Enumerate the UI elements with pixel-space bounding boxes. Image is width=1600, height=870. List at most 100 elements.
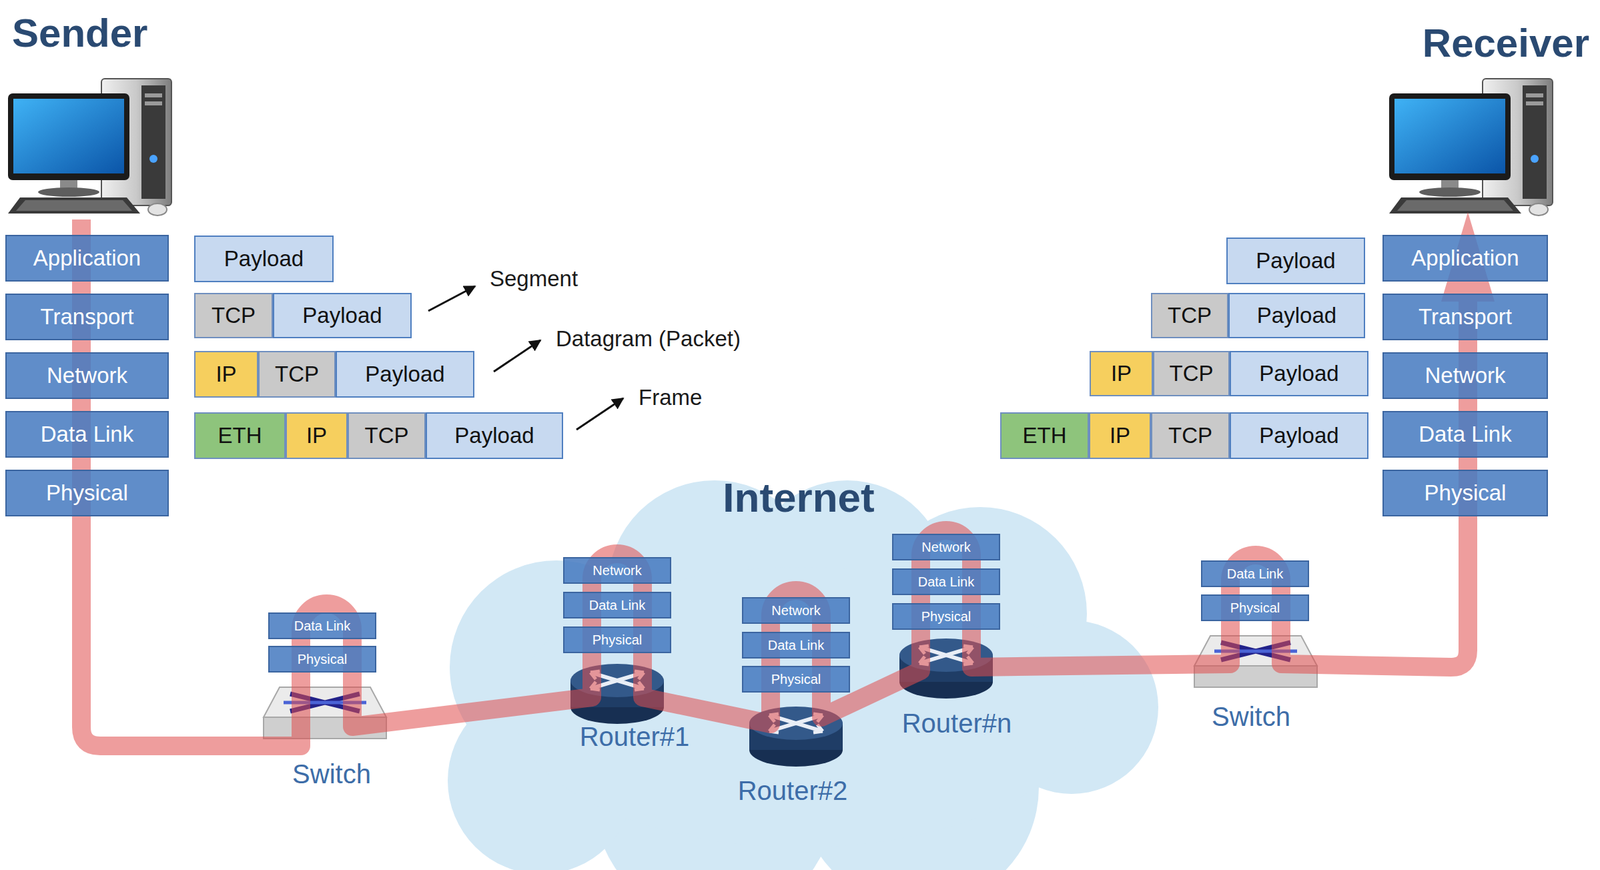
layer-box: Application	[1382, 234, 1548, 282]
device-layer-box: Network	[563, 557, 672, 584]
device-layer-box: Network	[741, 597, 851, 624]
node-text: Physical	[921, 609, 971, 625]
payload-cell: Payload	[425, 412, 564, 460]
node-text: ETH	[218, 423, 263, 449]
side-title: Receiver	[1422, 20, 1590, 67]
node-text: TCP	[211, 302, 256, 329]
ip-header-cell: IP	[285, 412, 348, 460]
device-label: Router#1	[579, 721, 690, 752]
node-text: Payload	[224, 246, 304, 272]
node-text: TCP	[364, 423, 410, 449]
node-text: Payload	[1259, 360, 1339, 387]
sender-computer	[8, 78, 172, 216]
node-text: Data Link	[918, 574, 975, 590]
device-layer-box: Data Link	[892, 568, 1001, 596]
device-label: Router#n	[902, 707, 1013, 739]
ip-header-cell: IP	[1089, 350, 1153, 397]
device-layer-box: Physical	[1201, 594, 1310, 622]
node-text: Data Link	[767, 637, 825, 654]
node-text: IP	[306, 423, 327, 449]
node-text: Application	[1411, 245, 1519, 271]
node-text: Network	[592, 563, 642, 579]
side-title: Sender	[12, 10, 148, 57]
node-text: Network	[771, 603, 821, 619]
layer-box: Physical	[5, 469, 169, 517]
node-text: Network	[46, 362, 128, 389]
node-text: Physical	[1424, 480, 1507, 506]
node-text: Data Link	[40, 421, 134, 448]
tcp-header-cell: TCP	[194, 292, 273, 339]
leader-arrow	[493, 340, 541, 372]
payload-cell: Payload	[194, 235, 334, 283]
node-text: Physical	[46, 480, 129, 506]
node-text: Payload	[302, 302, 382, 329]
node-text: Network	[921, 539, 971, 556]
layer-box: Transport	[5, 293, 169, 341]
payload-cell: Payload	[272, 292, 412, 339]
payload-cell: Payload	[335, 350, 475, 398]
node-text: Payload	[454, 423, 534, 449]
layer-box: Physical	[1382, 469, 1548, 517]
device-layer-box: Data Link	[563, 591, 672, 619]
device-layer-box: Data Link	[1201, 560, 1310, 588]
node-text: Payload	[364, 361, 445, 387]
layer-box: Application	[5, 234, 169, 282]
node-text: ETH	[1022, 423, 1067, 449]
leader-arrow	[576, 398, 624, 430]
payload-cell: Payload	[1228, 292, 1366, 339]
node-text: Physical	[771, 671, 821, 688]
node-text: Data Link	[589, 597, 646, 614]
payload-cell: Payload	[1229, 412, 1369, 460]
node-text: TCP	[1169, 360, 1214, 387]
internet-cloud	[513, 567, 1088, 848]
data-flow-path	[81, 219, 1468, 746]
node-text: Network	[1424, 362, 1506, 389]
node-text: IP	[215, 361, 237, 387]
device-label: Router#2	[737, 775, 849, 807]
node-text: Physical	[592, 632, 642, 648]
payload-cell: Payload	[1226, 237, 1366, 285]
eth-header-cell: ETH	[1000, 412, 1089, 460]
ip-header-cell: IP	[1088, 412, 1151, 460]
node-text: Payload	[1259, 423, 1339, 449]
node-text: Application	[33, 245, 141, 271]
receiver-computer	[1389, 78, 1553, 216]
data-flow	[81, 212, 1495, 746]
layer-box: Network	[1382, 352, 1548, 399]
unit-name-label: Frame	[638, 384, 702, 411]
device-label: Switch	[292, 758, 371, 790]
network-label: Internet	[722, 473, 875, 522]
device-layer-box: Data Link	[741, 631, 851, 659]
device-layer-box: Physical	[268, 645, 377, 673]
node-text: TCP	[1168, 423, 1213, 449]
payload-cell: Payload	[1229, 350, 1369, 397]
tcp-header-cell: TCP	[1150, 412, 1230, 460]
tcp-header-cell: TCP	[1150, 292, 1229, 339]
node-text: Data Link	[1418, 421, 1512, 448]
device-layer-box: Physical	[563, 626, 672, 654]
layer-box: Network	[5, 352, 169, 399]
layer-box: Data Link	[1382, 411, 1548, 458]
device-layer-box: Data Link	[268, 612, 377, 640]
unit-name-label: Segment	[489, 266, 578, 292]
unit-name-label: Datagram (Packet)	[555, 326, 741, 352]
layer-box: Data Link	[5, 411, 169, 458]
node-text: Data Link	[1227, 566, 1284, 582]
eth-header-cell: ETH	[194, 412, 286, 460]
tcp-header-cell: TCP	[347, 412, 426, 460]
tcp-header-cell: TCP	[258, 350, 336, 398]
layer-box: Transport	[1382, 293, 1548, 341]
node-text: Physical	[297, 651, 347, 668]
node-text: Payload	[1257, 302, 1337, 329]
node-text: TCP	[1167, 302, 1212, 329]
node-text: IP	[1110, 360, 1132, 387]
device-layer-box: Physical	[892, 603, 1001, 630]
node-text: Transport	[1418, 304, 1512, 330]
node-text: IP	[1109, 423, 1131, 449]
tcp-header-cell: TCP	[1152, 350, 1230, 397]
node-text: Payload	[1255, 248, 1336, 274]
device-layer-box: Physical	[741, 665, 851, 693]
node-text: Physical	[1230, 600, 1280, 616]
ip-header-cell: IP	[194, 350, 259, 398]
